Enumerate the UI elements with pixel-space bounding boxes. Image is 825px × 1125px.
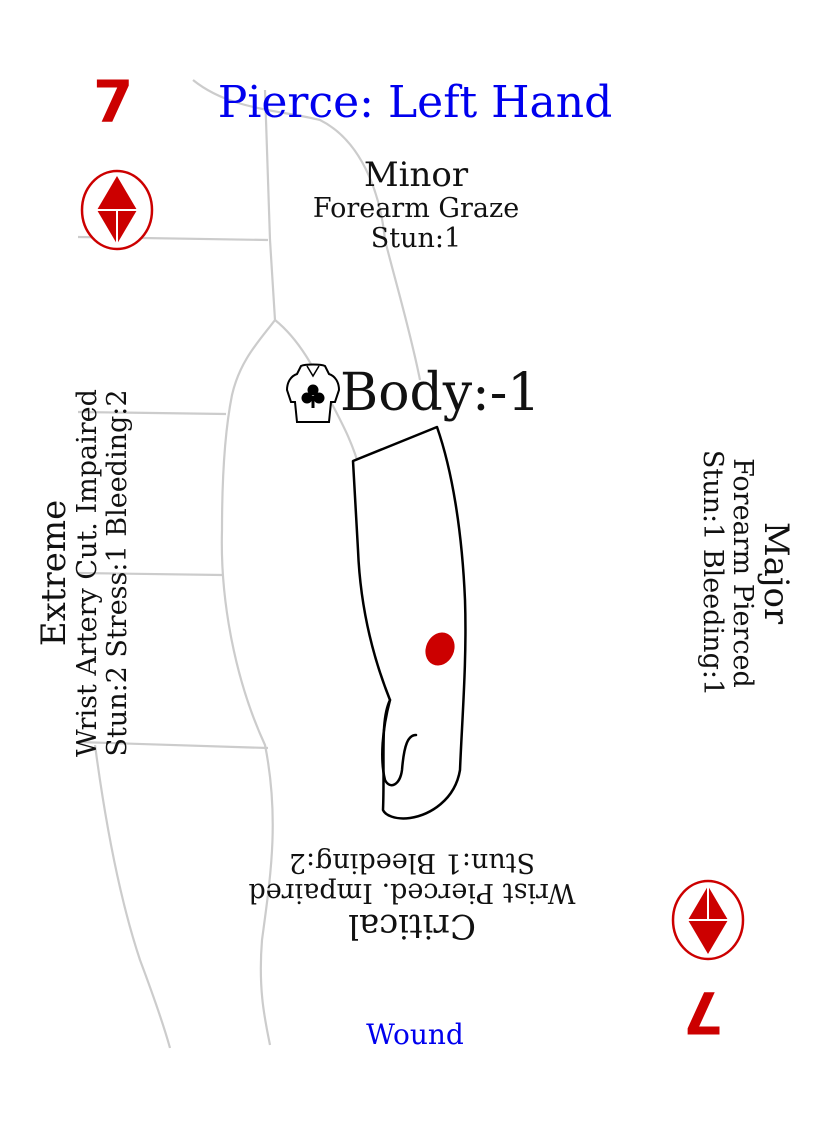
silhouette-shoulder-line	[192, 79, 422, 381]
silhouette-band-3	[77, 571, 223, 577]
wound-mark	[425, 632, 455, 666]
outcome-major-effects: Stun:1 Bleeding:1	[697, 449, 728, 697]
outcome-critical-severity: Critical	[348, 906, 476, 946]
silhouette-band-2	[77, 410, 227, 416]
outcome-critical-wound: Wrist Pierced. Impaired	[248, 877, 576, 908]
effect-text: Body:-1	[340, 363, 541, 423]
outcome-major: Major Forearm Pierced Stun:1 Bleeding:1	[697, 373, 796, 773]
outcome-extreme-wound: Wrist Artery Cut. Impaired	[72, 389, 103, 757]
diamond-in-oval-icon	[80, 169, 154, 251]
card-title: Pierce: Left Hand	[217, 77, 613, 128]
outcome-minor-wound: Forearm Graze	[312, 193, 520, 224]
silhouette-arm-line	[220, 89, 277, 1046]
silhouette-leg-line	[93, 744, 172, 1049]
card-footer: Wound	[366, 1018, 464, 1051]
outcome-major-wound: Forearm Pierced	[727, 458, 758, 688]
outcome-critical-effects: Stun:1 Bleeding:2	[288, 847, 536, 878]
outcome-extreme: Extreme Wrist Artery Cut. Impaired Stun:…	[34, 373, 133, 773]
outcome-minor: Minor Forearm Graze Stun:1	[216, 156, 616, 254]
thumb-outline	[381, 698, 418, 787]
rank-top: 7	[93, 68, 134, 136]
outcome-minor-severity: Minor	[363, 155, 469, 195]
outcome-major-severity: Major	[756, 521, 796, 625]
outcome-extreme-severity: Extreme	[34, 499, 74, 647]
torso-with-club-icon	[285, 363, 341, 423]
outcome-critical: Critical Wrist Pierced. Impaired Stun:1 …	[212, 847, 612, 946]
outcome-extreme-effects: Stun:2 Stress:1 Bleeding:2	[102, 389, 133, 757]
diamond-in-oval-icon	[671, 879, 745, 961]
silhouette-band-4	[77, 740, 269, 750]
outcome-minor-effects: Stun:1	[370, 223, 462, 254]
forearm-outline	[351, 425, 467, 820]
